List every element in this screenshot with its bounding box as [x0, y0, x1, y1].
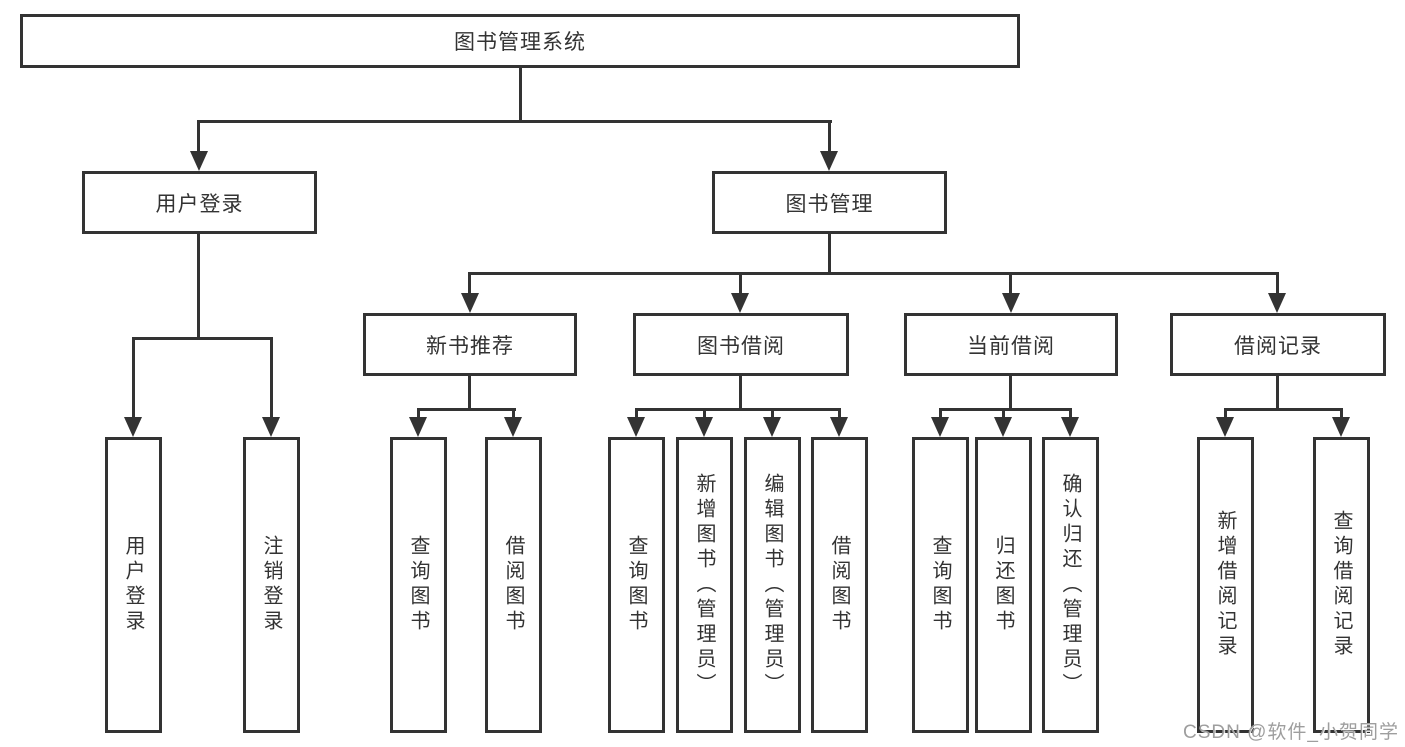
- leaf-add-borrow-record: 新增借阅记录: [1197, 437, 1254, 733]
- connector-line: [417, 408, 516, 411]
- connector-line: [1009, 272, 1012, 298]
- connector-line: [1224, 408, 1343, 411]
- leaf-confirm-return-admin: 确认归还（管理员）: [1042, 437, 1099, 733]
- leaf-borrow-books-recommend: 借阅图书: [485, 437, 542, 733]
- arrow-down-icon: [1061, 417, 1079, 437]
- arrow-down-icon: [262, 417, 280, 437]
- arrow-down-icon: [695, 417, 713, 437]
- arrow-down-icon: [190, 151, 208, 171]
- connector-line: [703, 408, 706, 422]
- connector-line: [468, 272, 471, 298]
- arrow-down-icon: [763, 417, 781, 437]
- arrow-down-icon: [1332, 417, 1350, 437]
- connector-line: [1340, 408, 1343, 422]
- leaf-return-book: 归还图书: [975, 437, 1032, 733]
- connector-line: [771, 408, 774, 422]
- connector-line: [1276, 272, 1279, 298]
- node-book-management: 图书管理: [712, 171, 947, 234]
- leaf-query-borrow-record: 查询借阅记录: [1313, 437, 1370, 733]
- leaf-query-books-current: 查询图书: [912, 437, 969, 733]
- node-book-borrow: 图书借阅: [633, 313, 849, 376]
- connector-line: [1224, 408, 1227, 422]
- connector-line: [635, 408, 841, 411]
- leaf-add-book-admin: 新增图书（管理员）: [676, 437, 733, 733]
- arrow-down-icon: [1216, 417, 1234, 437]
- connector-line: [417, 408, 420, 422]
- connector-line: [1276, 376, 1279, 411]
- connector-line: [132, 337, 273, 340]
- arrow-down-icon: [931, 417, 949, 437]
- leaf-user-login: 用户登录: [105, 437, 162, 733]
- node-library-management-system: 图书管理系统: [20, 14, 1020, 68]
- arrow-down-icon: [409, 417, 427, 437]
- connector-line: [519, 68, 522, 123]
- arrow-down-icon: [1002, 293, 1020, 313]
- connector-line: [1069, 408, 1072, 422]
- leaf-logout: 注销登录: [243, 437, 300, 733]
- connector-line: [512, 408, 515, 422]
- node-current-borrow: 当前借阅: [904, 313, 1118, 376]
- arrow-down-icon: [820, 151, 838, 171]
- connector-line: [739, 376, 742, 411]
- connector-line: [828, 120, 831, 156]
- arrow-down-icon: [830, 417, 848, 437]
- connector-line: [939, 408, 1072, 411]
- node-borrow-records: 借阅记录: [1170, 313, 1386, 376]
- csdn-watermark: CSDN @软件_小贺同学: [1183, 722, 1399, 743]
- connector-line: [197, 120, 200, 156]
- arrow-down-icon: [731, 293, 749, 313]
- connector-line: [939, 408, 942, 422]
- connector-line: [1009, 376, 1012, 411]
- arrow-down-icon: [461, 293, 479, 313]
- arrow-down-icon: [1268, 293, 1286, 313]
- leaf-query-books-recommend: 查询图书: [390, 437, 447, 733]
- connector-line: [468, 376, 471, 411]
- connector-line: [132, 337, 135, 423]
- connector-line: [838, 408, 841, 422]
- arrow-down-icon: [994, 417, 1012, 437]
- connector-line: [270, 337, 273, 423]
- node-new-book-recommend: 新书推荐: [363, 313, 577, 376]
- node-user-login: 用户登录: [82, 171, 317, 234]
- connector-line: [1002, 408, 1005, 422]
- connector-line: [468, 272, 1279, 275]
- connector-line: [197, 234, 200, 340]
- connector-line: [739, 272, 742, 298]
- arrow-down-icon: [627, 417, 645, 437]
- connector-line: [828, 234, 831, 275]
- leaf-borrow-books: 借阅图书: [811, 437, 868, 733]
- leaf-edit-book-admin: 编辑图书（管理员）: [744, 437, 801, 733]
- connector-line: [635, 408, 638, 422]
- arrow-down-icon: [124, 417, 142, 437]
- arrow-down-icon: [504, 417, 522, 437]
- leaf-query-books-borrow: 查询图书: [608, 437, 665, 733]
- connector-line: [197, 120, 832, 123]
